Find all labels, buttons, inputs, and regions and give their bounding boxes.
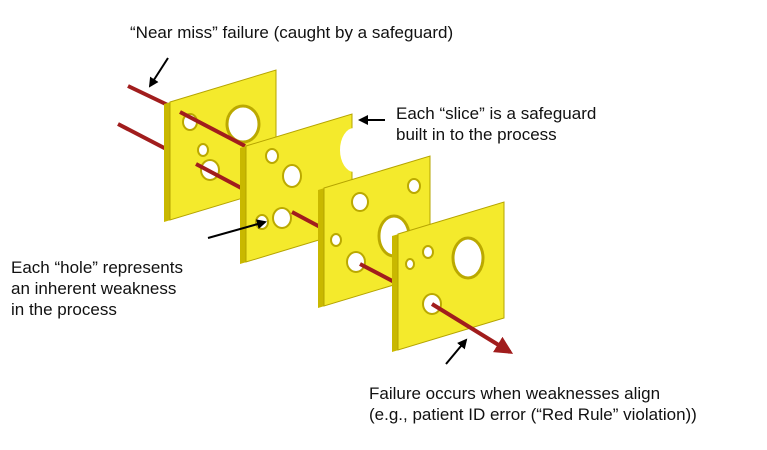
cheese-hole xyxy=(422,245,434,259)
cheese-hole xyxy=(351,192,369,212)
cheese-slice-4 xyxy=(392,201,505,352)
failure-line-entry xyxy=(117,122,173,154)
cheese-hole xyxy=(225,104,261,144)
failure-line-mid-1 xyxy=(195,162,246,192)
hole-label-line-3: in the process xyxy=(11,300,117,319)
hole-label: Each “hole” represents an inherent weakn… xyxy=(11,257,183,320)
cheese-hole xyxy=(282,164,302,188)
failure-label: Failure occurs when weaknesses align (e.… xyxy=(369,383,697,425)
cheese-hole xyxy=(272,207,292,229)
pointer-arrow-hole xyxy=(207,219,267,239)
cheese-hole xyxy=(330,233,342,247)
failure-line-mid-2 xyxy=(291,210,323,230)
cheese-hole xyxy=(346,251,366,273)
cheese-hole xyxy=(451,236,485,280)
near-miss-line-mid xyxy=(179,110,246,148)
failure-label-line-1: Failure occurs when weaknesses align xyxy=(369,384,661,403)
pointer-arrow-failure xyxy=(445,338,468,365)
failure-label-line-2: (e.g., patient ID error (“Red Rule” viol… xyxy=(369,405,697,424)
hole-label-line-1: Each “hole” represents xyxy=(11,258,183,277)
near-miss-line-entry xyxy=(127,84,173,109)
near-miss-label: “Near miss” failure (caught by a safegua… xyxy=(130,22,453,43)
cheese-hole xyxy=(407,178,421,194)
hole-label-line-2: an inherent weakness xyxy=(11,279,177,298)
slice-label: Each “slice” is a safeguard built in to … xyxy=(396,103,596,145)
near-miss-label-line: “Near miss” failure (caught by a safegua… xyxy=(130,23,454,42)
cheese-hole xyxy=(405,258,415,270)
slice-label-line-1: Each “slice” is a safeguard xyxy=(396,104,597,123)
failure-arrow xyxy=(430,302,514,354)
slice-label-line-2: built in to the process xyxy=(396,125,557,144)
cheese-hole xyxy=(197,143,209,157)
cheese-hole xyxy=(340,128,368,172)
pointer-arrow-near-miss xyxy=(148,57,169,88)
cheese-hole xyxy=(265,148,279,164)
